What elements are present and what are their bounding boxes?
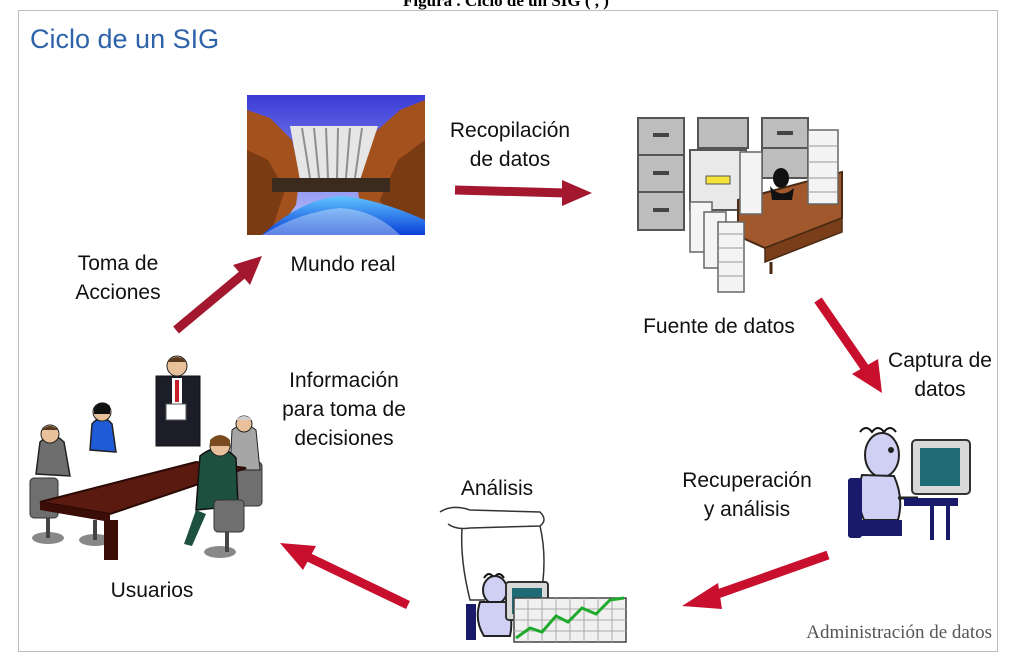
label-recuperacion-line2: y análisis (703, 498, 791, 521)
label-informacion-line3: decisiones (294, 427, 394, 450)
label-recopilacion-line2: de datos (469, 148, 551, 171)
dam-image (247, 95, 425, 235)
label-usuarios: Usuarios (110, 579, 194, 602)
label-analisis: Análisis (460, 477, 534, 500)
label-informacion: Información para toma de decisiones (276, 366, 412, 453)
label-toma-acciones: Toma de Acciones (68, 249, 168, 307)
label-mundo-real: Mundo real (290, 253, 396, 276)
label-captura-line1: Captura de (888, 349, 992, 372)
arrow-mundo-to-fuente (454, 180, 592, 206)
label-toma-line1: Toma de (77, 252, 159, 275)
label-captura-line2: datos (914, 378, 966, 401)
label-toma-line2: Acciones (75, 281, 161, 304)
data-capture-image (848, 427, 971, 540)
arrow-analisis-to-usuarios (280, 543, 410, 610)
slide-title: Ciclo de un SIG (30, 24, 220, 54)
footer-text: Administración de datos (806, 622, 992, 643)
arrow-usuarios-to-mundo (173, 256, 262, 334)
label-fuente-datos: Fuente de datos (643, 315, 795, 338)
figure-caption-cropped: Figura . Ciclo de un SIG ( , ) (403, 0, 609, 10)
label-recuperacion: Recuperación y análisis (676, 466, 818, 524)
label-recuperacion-line1: Recuperación (682, 469, 812, 492)
label-recopilacion-line1: Recopilación (449, 119, 571, 142)
label-captura: Captura de datos (882, 346, 998, 404)
data-source-image (637, 117, 843, 293)
label-recopilacion: Recopilación de datos (440, 116, 580, 174)
users-image (29, 355, 263, 560)
analysis-image (439, 506, 627, 643)
label-informacion-line1: Información (289, 369, 399, 392)
arrow-fuente-to-captura (814, 297, 882, 393)
arrow-captura-to-analisis (682, 550, 830, 609)
label-informacion-line2: para toma de (282, 398, 406, 421)
